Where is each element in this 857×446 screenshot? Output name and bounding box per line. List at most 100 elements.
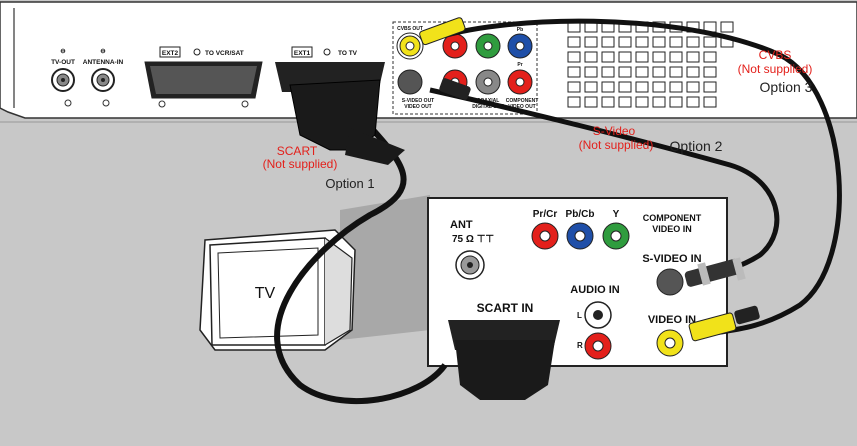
vent-slot <box>669 96 683 108</box>
tv-out-label: TV-OUT <box>51 59 75 66</box>
vent-slot <box>584 51 598 63</box>
cvbs-callout-line2: (Not supplied) <box>738 62 813 76</box>
ext2-label: EXT2 <box>162 50 179 57</box>
vent-slot <box>584 66 598 78</box>
pr-cr-label: Pr/Cr <box>533 209 558 220</box>
vent-slot <box>635 36 649 48</box>
pr-label: Pr <box>517 62 522 68</box>
ext2-scart-socket <box>144 46 263 108</box>
vent-slot <box>601 51 615 63</box>
svideo-callout: S-Video (Not supplied) Option 2 <box>579 124 723 154</box>
vent-slot <box>635 81 649 93</box>
cvbs-out-label: CVBS OUT <box>397 26 423 32</box>
vent-slot <box>601 36 615 48</box>
vent-slot <box>584 96 598 108</box>
svideo-in-label: S-VIDEO IN <box>642 253 701 265</box>
ext1-label: EXT1 <box>294 50 311 57</box>
vent-slot <box>652 36 666 48</box>
component-label: COMPONENT <box>506 98 539 104</box>
to-tv-label: TO TV <box>338 50 358 57</box>
tv-svideo-jack <box>656 268 684 296</box>
option2-label: Option 2 <box>670 138 723 154</box>
audio-jacks <box>584 301 612 360</box>
vent-slot <box>601 66 615 78</box>
vent-slot <box>686 66 700 78</box>
video-in-label: VIDEO IN <box>648 314 696 326</box>
antenna-in-symbol-icon: ⊖ <box>100 48 106 55</box>
vent-slot <box>703 36 717 48</box>
vent-slot <box>686 36 700 48</box>
tv-out-jack <box>51 68 75 107</box>
vent-slot <box>618 51 632 63</box>
vent-grille <box>567 21 734 108</box>
vent-slot <box>635 51 649 63</box>
vent-slot <box>601 96 615 108</box>
vent-slot <box>669 66 683 78</box>
vent-slot <box>567 36 581 48</box>
tv-rear-panel: ANT 75 Ω ⊤⊤ Pr/Cr Pb/Cb Y COMPONENT VIDE… <box>427 197 728 367</box>
vent-slot <box>720 21 734 33</box>
ant-value-label: 75 Ω ⊤⊤ <box>452 234 494 245</box>
svideo-callout-line1: S-Video <box>593 124 636 138</box>
audio-in-label: AUDIO IN <box>570 284 620 296</box>
vent-slot <box>618 66 632 78</box>
vent-slot <box>686 96 700 108</box>
to-vcr-sat-label: TO VCR/SAT <box>205 50 244 57</box>
vent-slot <box>567 66 581 78</box>
player-rear-panel: ⊖ TV-OUT ⊖ ANTENNA-IN EXT2 TO VCR/SAT <box>0 1 857 123</box>
scart-callout-line1: SCART <box>277 144 318 158</box>
pb-cb-label: Pb/Cb <box>566 209 595 220</box>
vent-slot <box>618 36 632 48</box>
vent-slot <box>669 81 683 93</box>
vent-slot <box>635 96 649 108</box>
vent-slot <box>652 81 666 93</box>
cvbs-callout: CVBS (Not supplied) Option 3 <box>738 48 813 95</box>
vent-slot <box>584 36 598 48</box>
vent-slot <box>618 81 632 93</box>
vent-slot <box>567 51 581 63</box>
video-out-label: VIDEO OUT <box>404 104 432 110</box>
vent-slot <box>652 66 666 78</box>
vent-slot <box>567 96 581 108</box>
tv-set: TV <box>199 195 430 351</box>
y-label: Y <box>613 209 620 220</box>
vent-slot <box>703 81 717 93</box>
component-line2-label: VIDEO IN <box>652 224 692 234</box>
cvbs-callout-line1: CVBS <box>759 48 792 62</box>
scart-callout-line2: (Not supplied) <box>263 157 338 171</box>
component-jacks <box>531 222 630 250</box>
antenna-in-jack <box>91 68 115 107</box>
svideo-cable <box>429 78 780 287</box>
svideo-callout-line2: (Not supplied) <box>579 138 654 152</box>
vent-slot <box>618 96 632 108</box>
scart-callout: SCART (Not supplied) Option 1 <box>263 144 375 191</box>
vent-slot <box>703 51 717 63</box>
vent-slot <box>686 51 700 63</box>
vent-slot <box>669 51 683 63</box>
component-video-out-label: VIDEO OUT <box>508 104 536 110</box>
antenna-in-label: ANTENNA-IN <box>83 59 124 66</box>
antenna-symbol-icon: ⊖ <box>60 48 66 55</box>
ant-label: ANT <box>450 219 473 231</box>
tv-antenna-jack <box>455 250 485 280</box>
option1-label: Option 1 <box>325 176 374 191</box>
vent-slot <box>601 81 615 93</box>
vent-slot <box>584 81 598 93</box>
audio-r-label: R <box>577 341 583 350</box>
vent-slot <box>686 81 700 93</box>
vent-slot <box>567 81 581 93</box>
vent-slot <box>652 96 666 108</box>
vent-slot <box>669 36 683 48</box>
scart-in-label: SCART IN <box>477 301 534 315</box>
scart-cable <box>274 79 555 405</box>
svideo-out-label: S-VIDEO OUT <box>402 98 435 104</box>
vent-slot <box>652 51 666 63</box>
pb-label: Pb <box>517 27 523 33</box>
cvbs-cable <box>419 17 842 342</box>
component-line1-label: COMPONENT <box>643 213 702 223</box>
vent-slot <box>703 66 717 78</box>
option3-label: Option 3 <box>760 79 813 95</box>
vent-slot <box>703 96 717 108</box>
